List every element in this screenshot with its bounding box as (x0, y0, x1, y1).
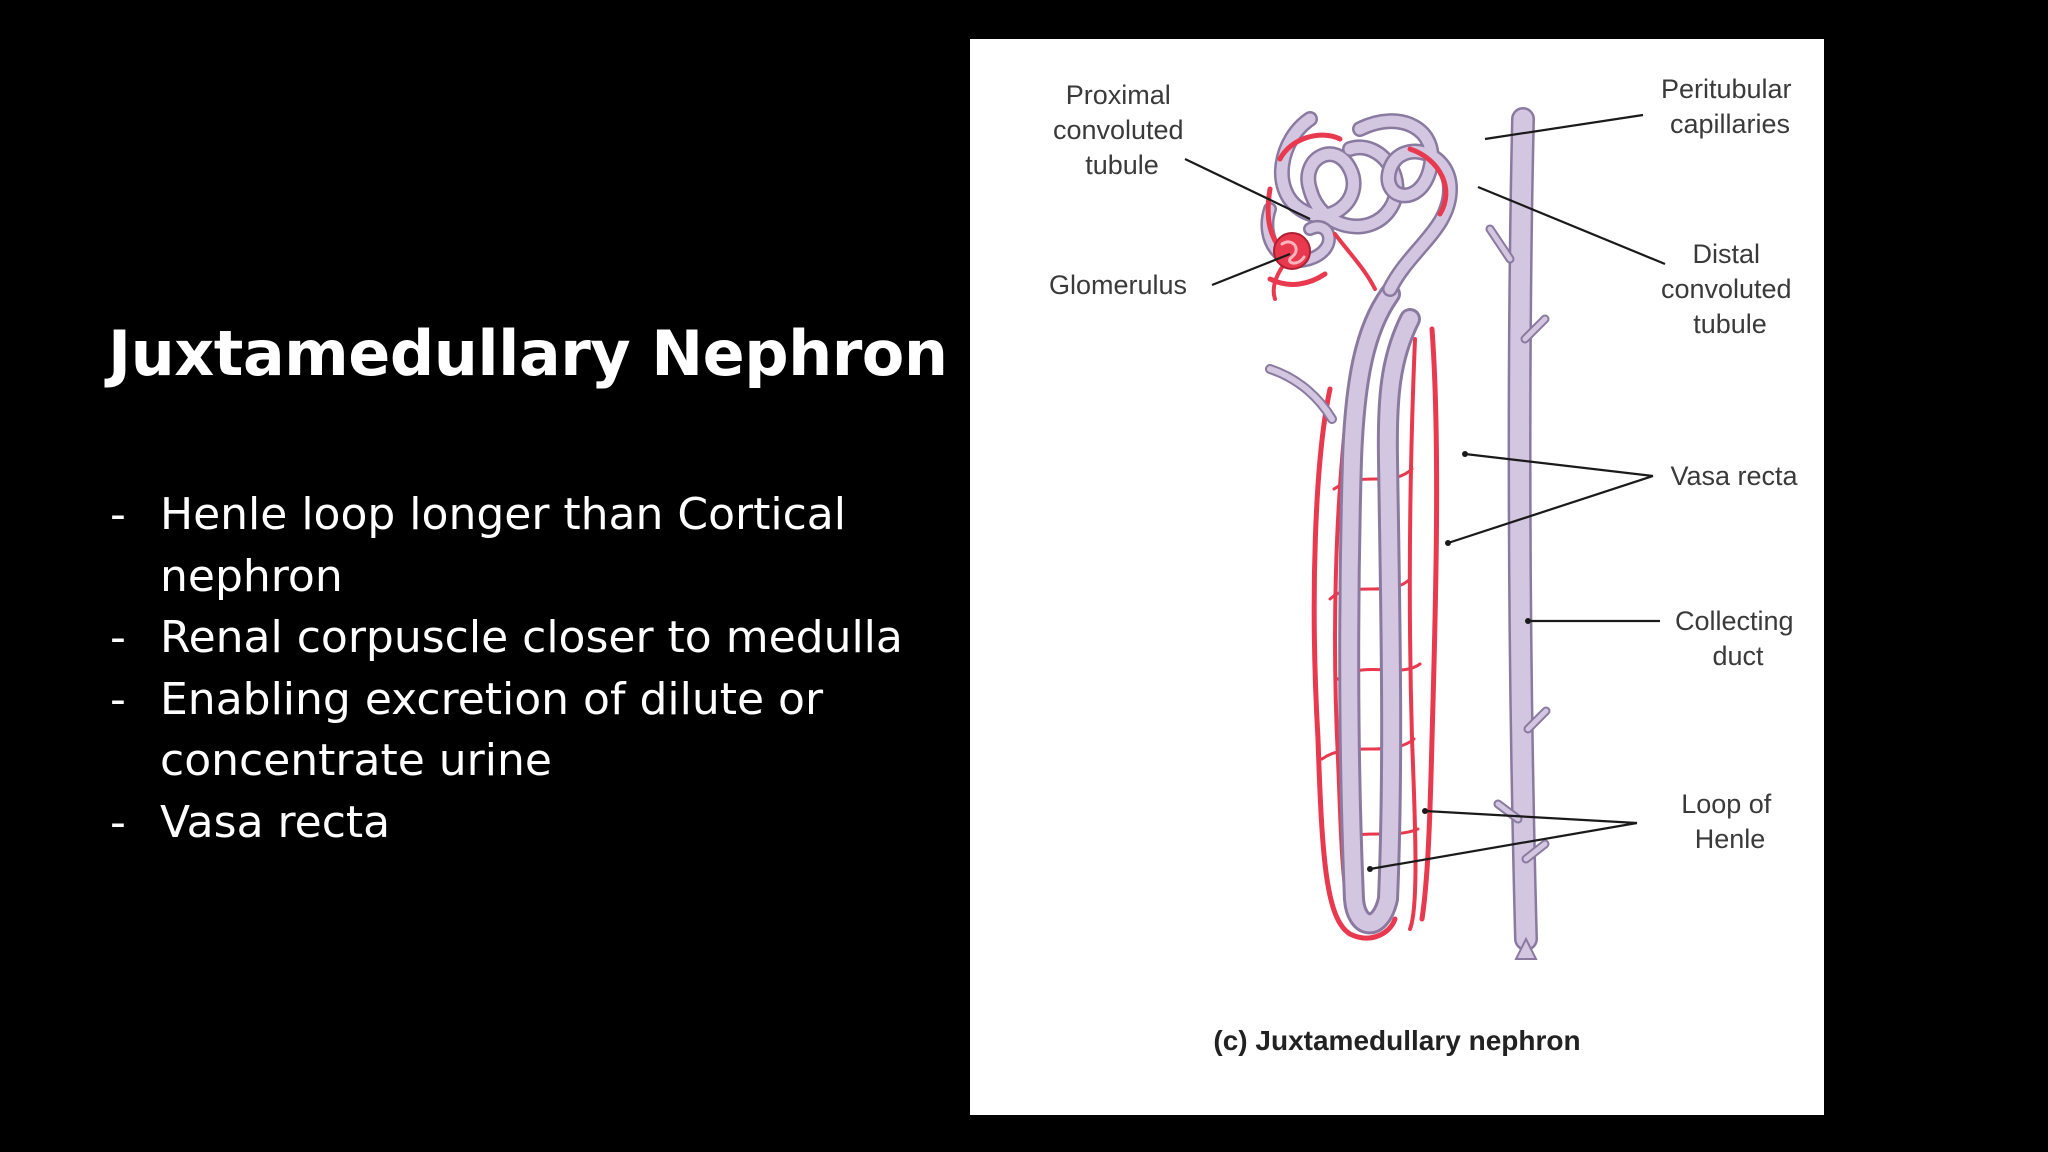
bullet-text: Henle loop longer than Cortical nephron (160, 489, 846, 602)
leader-peritubular (1484, 113, 1644, 141)
leader-lines (1184, 113, 1666, 872)
leader-glomerulus (1211, 252, 1291, 287)
bullet-marker: - (110, 612, 126, 663)
leader-henle-upper (1424, 809, 1638, 825)
leader-distal (1477, 185, 1666, 266)
bullet-item: -Henle loop longer than Cortical nephron (108, 484, 928, 607)
bullet-item: -Enabling excretion of dilute or concent… (108, 669, 928, 792)
bullet-item: -Renal corpuscle closer to medulla (108, 607, 928, 669)
label-line: Proximal (1066, 80, 1171, 110)
label-glomerulus: Glomerulus (1049, 270, 1187, 300)
label-line: tubule (1693, 309, 1767, 339)
nephron-figure: Proximal convoluted tubule Glomerulus Pe… (970, 39, 1824, 1115)
label-line: Distal (1692, 239, 1760, 269)
label-line: capillaries (1670, 109, 1790, 139)
bullet-text: Vasa recta (160, 796, 391, 848)
slide-title: Juxtamedullary Nephron (108, 317, 948, 390)
label-line: Henle (1695, 824, 1766, 854)
bullet-marker: - (110, 489, 126, 540)
bullet-text: Renal corpuscle closer to medulla (160, 612, 903, 663)
label-vasa-recta: Vasa recta (1670, 461, 1798, 491)
vasa-recta-shape (1311, 326, 1440, 941)
label-distal-convoluted-tubule: Distal convoluted tubule (1661, 239, 1799, 339)
bullet-item: -Vasa recta (108, 792, 928, 854)
label-line: convoluted (1053, 115, 1184, 145)
leader-henle-lower (1369, 821, 1638, 871)
label-loop-of-henle: Loop of Henle (1681, 789, 1779, 854)
convoluted-tubules-shape (1260, 111, 1459, 301)
label-proximal-convoluted-tubule: Proximal convoluted tubule (1053, 80, 1191, 180)
bullet-marker: - (110, 673, 126, 725)
label-line: Collecting (1675, 606, 1794, 636)
label-line: Loop of (1681, 789, 1772, 819)
bullet-text: Enabling excretion of dilute or concentr… (160, 673, 824, 787)
collecting-duct-shape (1485, 107, 1551, 960)
bullet-marker: - (110, 796, 126, 848)
label-collecting-duct: Collecting duct (1675, 606, 1801, 671)
label-peritubular-capillaries: Peritubular capillaries (1661, 74, 1799, 139)
label-line: duct (1712, 641, 1764, 671)
nephron-diagram: Proximal convoluted tubule Glomerulus Pe… (1049, 74, 1801, 1056)
leader-vasa-recta-lower (1447, 474, 1654, 545)
figure-caption: (c) Juxtamedullary nephron (1213, 1025, 1580, 1056)
label-line: Peritubular (1661, 74, 1792, 104)
leader-vasa-recta-upper (1464, 452, 1654, 478)
leader-proximal (1184, 158, 1311, 220)
bullet-list: -Henle loop longer than Cortical nephron… (108, 484, 928, 853)
label-line: tubule (1085, 150, 1159, 180)
loop-of-henle-shape (1265, 283, 1421, 935)
label-line: convoluted (1661, 274, 1792, 304)
